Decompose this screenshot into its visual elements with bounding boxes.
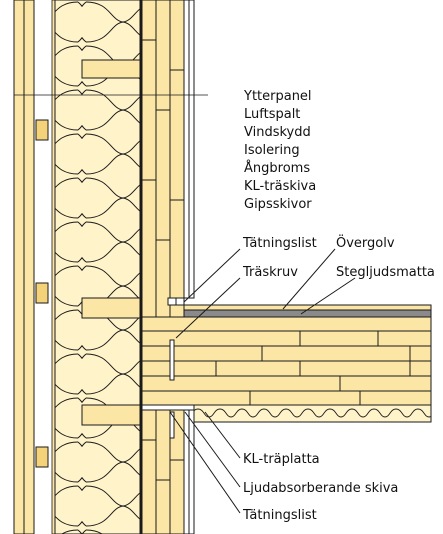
label-traskruv: Träskruv bbox=[243, 265, 298, 280]
gypsum-board-2 bbox=[188, 0, 195, 299]
screw-icon bbox=[169, 339, 175, 439]
insulation-rail-1 bbox=[81, 59, 141, 79]
wall-layer-labels: Ytterpanel Luftspalt Vindskydd Isolering… bbox=[244, 88, 316, 214]
label-gipsskivor: Gipsskivor bbox=[244, 197, 312, 212]
label-tatningslist-bottom: Tätningslist bbox=[243, 508, 317, 523]
label-luftspalt: Luftspalt bbox=[244, 107, 301, 122]
air-gap-batten-1 bbox=[35, 119, 49, 141]
label-isolering: Isolering bbox=[244, 143, 300, 158]
label-kl-traskiva: KL-träskiva bbox=[244, 179, 317, 194]
clt-wall bbox=[141, 0, 185, 534]
label-angbroms: Ångbroms bbox=[244, 161, 311, 176]
clt-wall-joints bbox=[142, 39, 184, 481]
label-vindskydd: Vindskydd bbox=[244, 125, 311, 140]
insulation-rail-3 bbox=[81, 404, 141, 426]
label-tatningslist-top: Tätningslist bbox=[243, 236, 317, 251]
gypsum-board-lower-2 bbox=[188, 409, 195, 534]
insulation-rail-2 bbox=[81, 297, 141, 319]
clt-slab bbox=[141, 316, 432, 406]
air-gap-batten-2 bbox=[35, 282, 49, 304]
wall-insulation bbox=[54, 0, 141, 534]
sealing-strip-bottom bbox=[141, 404, 195, 411]
leader-lines bbox=[169, 248, 356, 514]
outer-panel-board-2 bbox=[23, 0, 35, 534]
label-kl-traplatta: KL-träplatta bbox=[243, 452, 320, 467]
label-ljudabsorberande: Ljudabsorberande skiva bbox=[243, 481, 399, 496]
impact-sound-mat bbox=[183, 309, 432, 318]
gypsum-board-lower-1 bbox=[183, 409, 190, 534]
sound-absorbing-board bbox=[193, 404, 432, 423]
air-gap-batten-3 bbox=[35, 446, 49, 468]
gypsum-board-1 bbox=[183, 0, 190, 299]
label-stegljudsmatta: Stegljudsmatta bbox=[336, 265, 435, 280]
label-overgolv: Övergolv bbox=[336, 236, 395, 251]
outer-panel-board-1 bbox=[13, 0, 25, 534]
label-ytterpanel: Ytterpanel bbox=[244, 89, 312, 104]
